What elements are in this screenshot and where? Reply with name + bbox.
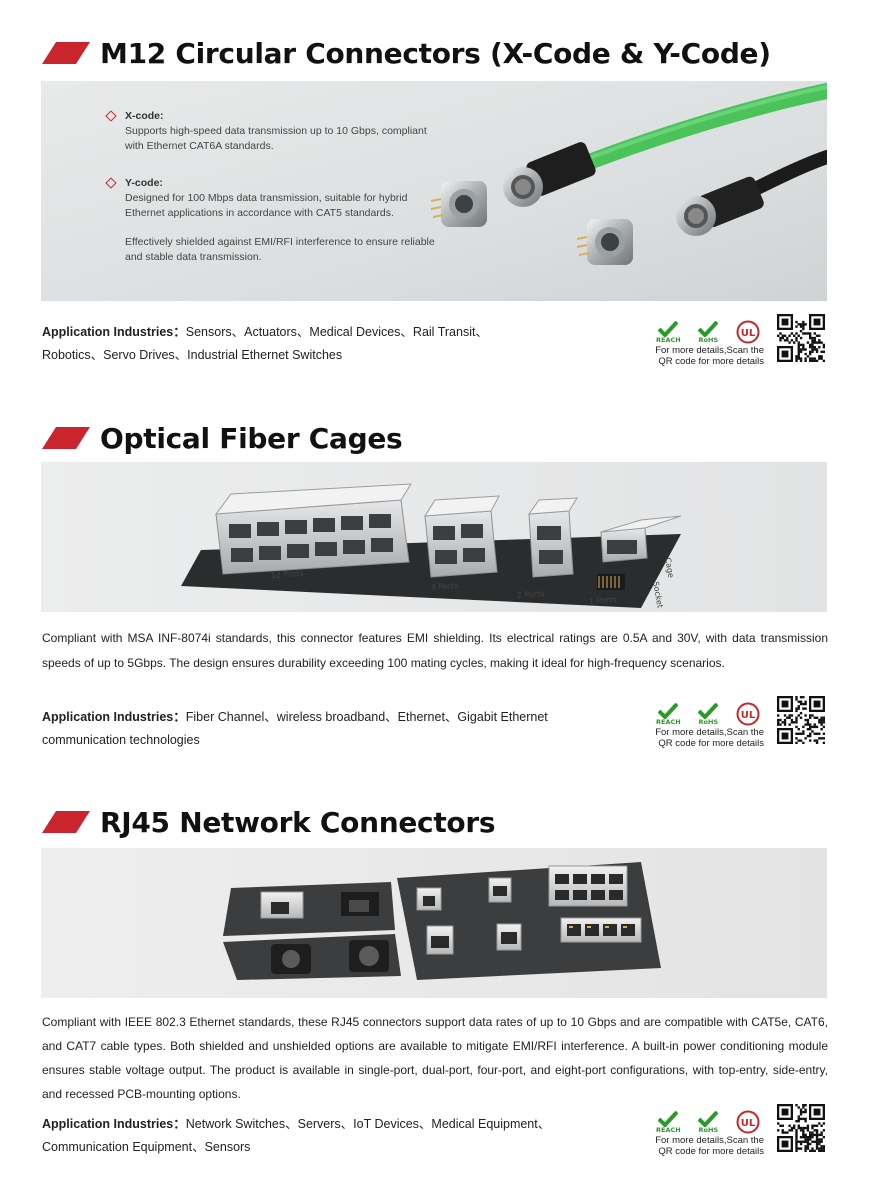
certifications: REACH RoHS UL For more details,Scan the … — [652, 696, 764, 749]
qr-note: For more details,Scan the QR code for mo… — [655, 1135, 764, 1157]
label-2-ports: 2 Ports — [517, 589, 545, 600]
rohs-badge: RoHS — [698, 1111, 719, 1134]
reach-check-icon — [658, 1111, 679, 1127]
applications-label: Application Industries： — [42, 1117, 186, 1131]
red-parallelogram-icon — [42, 427, 90, 449]
ul-logo-icon: UL — [736, 1110, 760, 1134]
section-title: M12 Circular Connectors (X-Code & Y-Code… — [100, 36, 771, 70]
feature-x-code: X-code: Supports high-speed data transmi… — [105, 109, 447, 154]
ul-badge: UL — [736, 1110, 760, 1134]
svg-text:UL: UL — [741, 1118, 756, 1129]
red-parallelogram-icon — [42, 42, 90, 64]
diamond-bullet-icon — [105, 177, 117, 189]
label-cage: Cage — [663, 557, 675, 579]
applications-text: Sensors、Actuators、Medical Devices、Rail T… — [42, 325, 488, 362]
rohs-check-icon — [698, 703, 719, 719]
section-heading: Optical Fiber Cages — [42, 418, 403, 458]
rohs-check-icon — [698, 1111, 719, 1127]
application-industries: Application Industries：Network Switches、… — [42, 1113, 562, 1159]
svg-text:UL: UL — [741, 710, 756, 721]
section-optical-fiber-cages: Optical Fiber Cages — [0, 380, 870, 770]
rohs-check-icon — [698, 321, 719, 337]
label-4-ports: 4 Ports — [431, 581, 459, 592]
applications-text: Network Switches、Servers、IoT Devices、Med… — [42, 1117, 551, 1154]
rj45-connectors-image — [41, 848, 827, 998]
certifications: REACH RoHS UL For more details,Scan the … — [652, 1104, 764, 1157]
certifications: REACH RoHS UL For more details,Scan the … — [652, 314, 764, 367]
qr-code-icon[interactable] — [777, 696, 825, 744]
section-heading: M12 Circular Connectors (X-Code & Y-Code… — [42, 33, 771, 73]
feature-desc: Supports high-speed data transmission up… — [125, 125, 427, 152]
fiber-cages-image: 12 Ports 4 Ports 2 Ports 1 Ports Cage So… — [41, 462, 827, 612]
section-title: Optical Fiber Cages — [100, 421, 403, 455]
product-banner-cages: 12 Ports 4 Ports 2 Ports 1 Ports Cage So… — [41, 462, 827, 612]
feature-title: X-code: — [125, 110, 164, 122]
section-rj45: RJ45 Network Connectors — [0, 770, 870, 1200]
reach-badge: REACH — [656, 321, 681, 344]
ul-badge: UL — [736, 320, 760, 344]
label-1-ports: 1 Ports — [589, 595, 617, 606]
product-banner-rj45 — [41, 848, 827, 998]
qr-note: For more details,Scan the QR code for mo… — [655, 345, 764, 367]
feature-note: Effectively shielded against EMI/RFI int… — [125, 236, 435, 263]
applications-label: Application Industries： — [42, 710, 186, 724]
ul-badge: UL — [736, 702, 760, 726]
ul-logo-icon: UL — [736, 702, 760, 726]
application-industries: Application Industries：Sensors、Actuators… — [42, 321, 492, 367]
applications-text: Fiber Channel、wireless broadband、Etherne… — [42, 710, 548, 747]
feature-list: X-code: Supports high-speed data transmi… — [105, 109, 447, 287]
applications-label: Application Industries： — [42, 325, 186, 339]
reach-check-icon — [658, 321, 679, 337]
reach-check-icon — [658, 703, 679, 719]
reach-badge: REACH — [656, 703, 681, 726]
feature-desc: Designed for 100 Mbps data transmission,… — [125, 192, 408, 219]
section-description: Compliant with IEEE 802.3 Ethernet stand… — [42, 1015, 828, 1101]
reach-badge: REACH — [656, 1111, 681, 1134]
feature-y-code: Y-code: Designed for 100 Mbps data trans… — [105, 176, 447, 265]
ul-logo-icon: UL — [736, 320, 760, 344]
section-description: Compliant with MSA INF-8074i standards, … — [42, 631, 828, 670]
feature-title: Y-code: — [125, 177, 163, 189]
application-industries: Application Industries：Fiber Channel、wir… — [42, 706, 562, 752]
rohs-badge: RoHS — [698, 321, 719, 344]
m12-connectors-image — [41, 81, 827, 301]
svg-text:UL: UL — [741, 328, 756, 339]
red-parallelogram-icon — [42, 811, 90, 833]
rohs-badge: RoHS — [698, 703, 719, 726]
label-12-ports: 12 Ports — [271, 569, 304, 580]
qr-code-icon[interactable] — [777, 1104, 825, 1152]
section-m12: M12 Circular Connectors (X-Code & Y-Code… — [0, 0, 870, 380]
section-heading: RJ45 Network Connectors — [42, 802, 496, 842]
product-banner-m12: X-code: Supports high-speed data transmi… — [41, 81, 827, 301]
qr-note: For more details,Scan the QR code for mo… — [655, 727, 764, 749]
diamond-bullet-icon — [105, 110, 117, 122]
section-title: RJ45 Network Connectors — [100, 805, 496, 839]
qr-code-icon[interactable] — [777, 314, 825, 362]
